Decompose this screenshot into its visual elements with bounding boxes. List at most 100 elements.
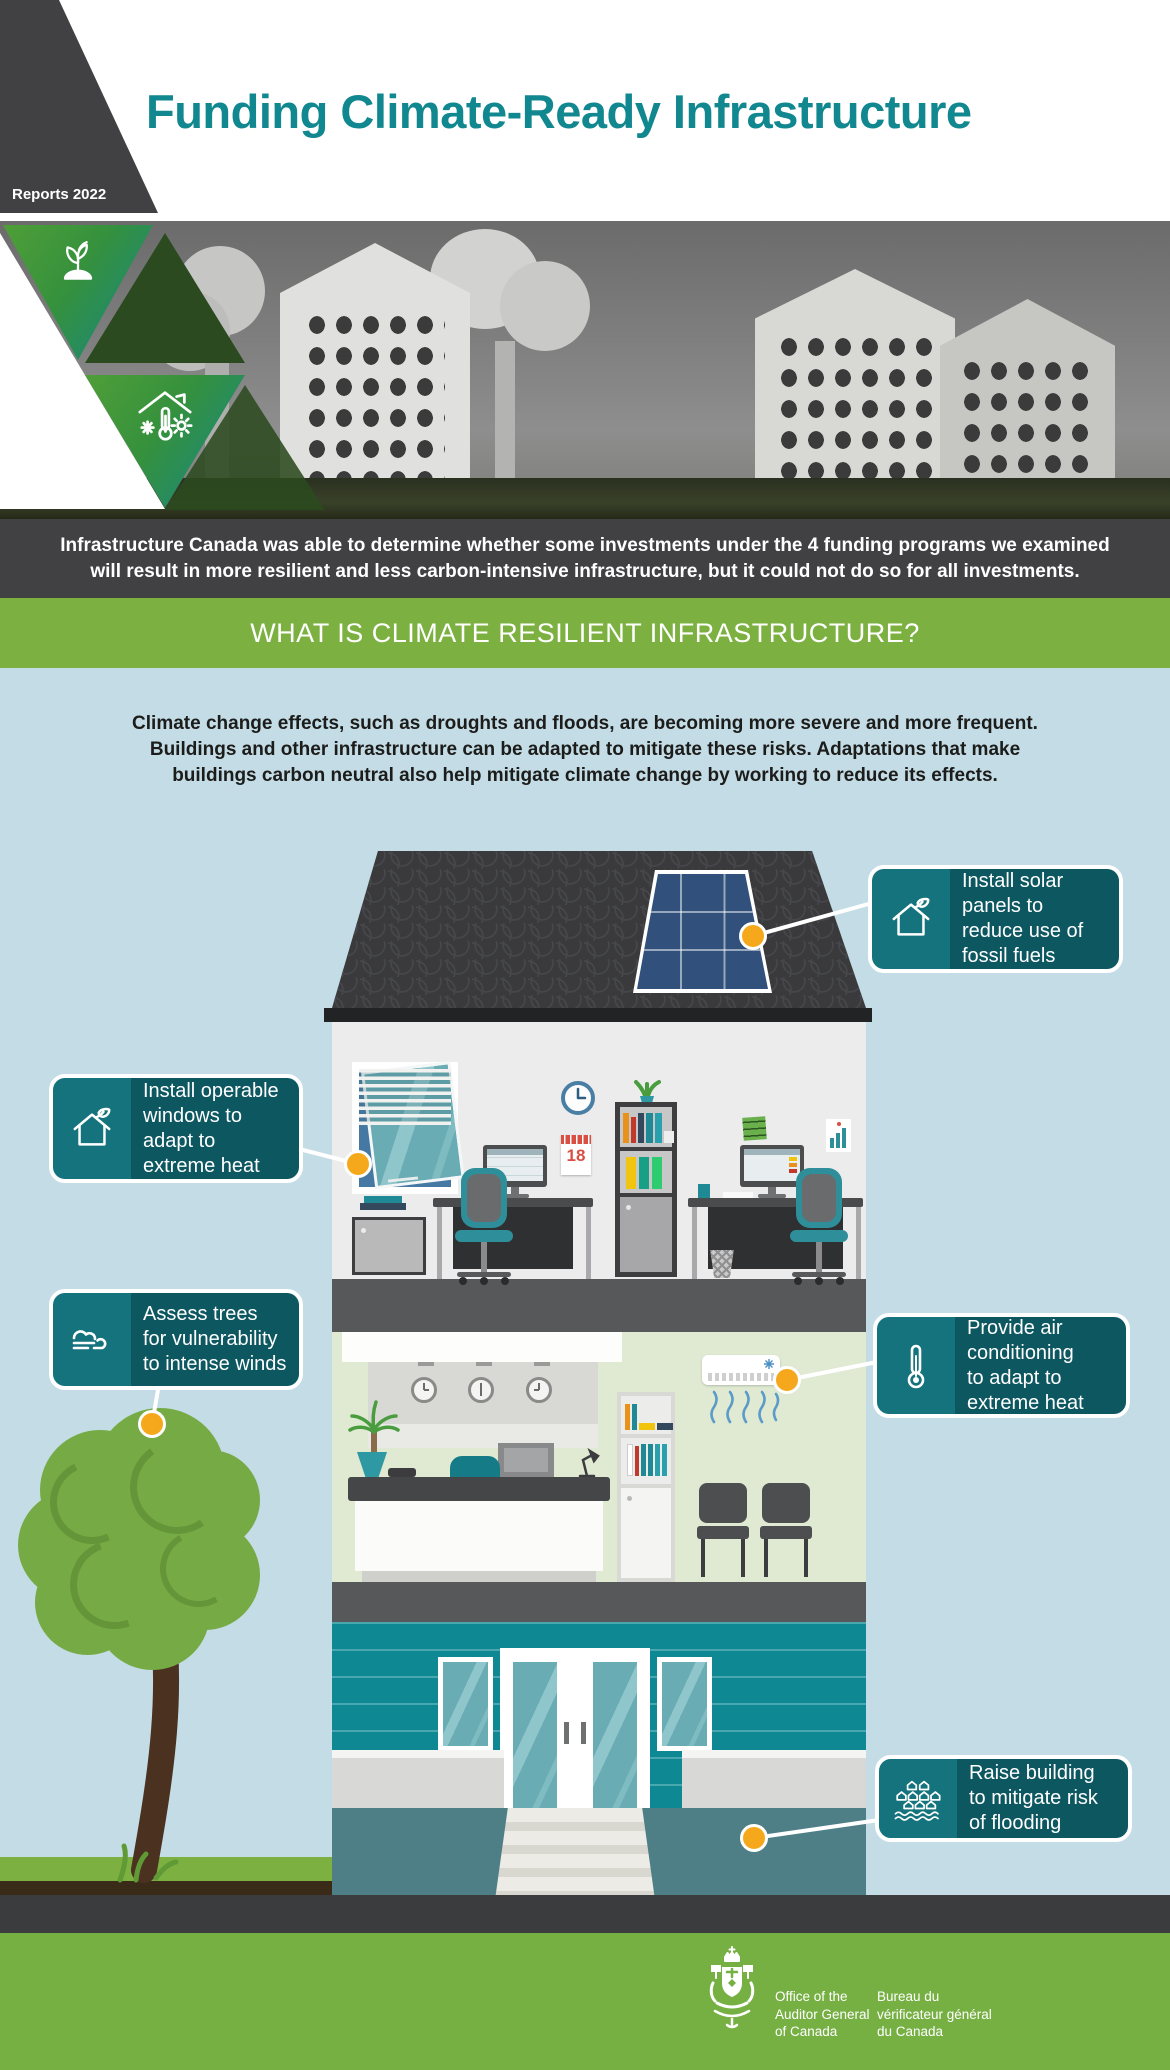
marker-dot-window <box>344 1150 372 1178</box>
desk <box>433 1198 593 1207</box>
footer: Office of the Auditor General of Canada … <box>0 1933 1170 2070</box>
soil <box>0 1881 332 1897</box>
entrance-steps <box>495 1808 655 1900</box>
wind-icon <box>53 1293 131 1386</box>
waiting-chair <box>760 1483 812 1579</box>
report-year-label: Reports 2022 <box>12 186 107 203</box>
reception-floor-strip <box>332 1582 866 1622</box>
house-leaf-icon <box>53 1078 131 1179</box>
reception-backdrop <box>368 1362 598 1448</box>
reception-clock <box>468 1377 494 1403</box>
reception-counter-front <box>355 1501 603 1571</box>
papers <box>723 1192 753 1198</box>
photo-tree-trunk <box>495 341 515 481</box>
waiting-chair <box>697 1483 749 1579</box>
footer-org-french: Bureau du vérificateur général du Canada <box>877 1989 992 2039</box>
callout-text: Provide air conditioning to adapt to ext… <box>955 1317 1126 1414</box>
ac-unit <box>702 1355 780 1385</box>
book-stack <box>360 1203 406 1210</box>
reception-canopy <box>342 1332 622 1362</box>
solar-panel-cells <box>637 874 768 989</box>
photo-tree <box>500 261 590 351</box>
calendar-header <box>561 1135 591 1144</box>
door-pane <box>593 1662 637 1808</box>
office-chair <box>790 1168 848 1290</box>
marker-dot-solar <box>739 922 767 950</box>
callout-text: Install solar panels to reduce use of fo… <box>950 869 1119 969</box>
entrance-window <box>657 1657 712 1751</box>
desk <box>688 1198 863 1207</box>
door-handle <box>581 1722 586 1744</box>
tree-canopy <box>10 1400 270 1680</box>
photo-house <box>940 299 1115 494</box>
house-temperature-icon <box>138 391 193 441</box>
callout-raise-building: Raise building to mitigate risk of flood… <box>875 1755 1132 1842</box>
plant <box>632 1078 662 1106</box>
telephone <box>388 1468 416 1477</box>
page-title: Funding Climate-Ready Infrastructure <box>146 85 972 138</box>
shelf-door <box>621 1488 671 1578</box>
calendar: 18 <box>561 1135 591 1175</box>
section-heading-bar: WHAT IS CLIMATE RESILIENT INFRASTRUCTURE… <box>0 598 1170 668</box>
office-floor-strip <box>332 1279 866 1302</box>
statement-bar: Infrastructure Canada was able to determ… <box>0 519 1170 598</box>
footer-org-english: Office of the Auditor General of Canada <box>775 1989 870 2039</box>
pen-cup <box>698 1184 710 1198</box>
chart-poster <box>826 1119 851 1152</box>
snowflake-icon <box>764 1359 774 1369</box>
callout-operable-windows: Install operable windows to adapt to ext… <box>49 1074 303 1183</box>
photo-banner <box>0 221 1170 519</box>
photo-house-windows <box>960 359 1095 488</box>
plant-pot <box>640 1096 654 1106</box>
reception-clock <box>411 1377 437 1403</box>
desk-monitor <box>483 1145 547 1187</box>
photo-house <box>280 243 470 493</box>
callout-text: Assess trees for vulnerability to intens… <box>131 1293 299 1386</box>
reception-monitor <box>498 1443 554 1477</box>
office-window <box>352 1061 465 1194</box>
thermometer-icon <box>877 1317 955 1414</box>
reception-ceiling-band <box>332 1302 866 1332</box>
desk-monitor <box>740 1145 804 1187</box>
photo-house-windows <box>305 313 445 485</box>
flood-houses-icon <box>879 1759 957 1838</box>
marker-dot-flood <box>740 1824 768 1852</box>
callout-text: Raise building to mitigate risk of flood… <box>957 1759 1128 1838</box>
ac-airflow <box>710 1390 780 1424</box>
waste-basket <box>710 1250 734 1278</box>
reception-counter-top <box>348 1477 610 1501</box>
wainscot <box>332 1750 504 1808</box>
photo-house-windows <box>777 335 933 488</box>
marker-dot-tree <box>138 1410 166 1438</box>
ac-vents <box>708 1373 774 1381</box>
reception-clock <box>526 1377 552 1403</box>
entrance-door <box>500 1648 650 1808</box>
reception-bookshelf <box>617 1392 675 1582</box>
books-row <box>623 1113 674 1143</box>
binders-row <box>626 1157 662 1189</box>
office-chair <box>455 1168 513 1290</box>
marker-dot-ac <box>773 1366 801 1394</box>
office-bookshelf <box>615 1102 677 1277</box>
roof-eave <box>324 1008 872 1022</box>
door-pane <box>513 1662 557 1808</box>
desk-lamp <box>578 1448 600 1478</box>
house-leaf-icon <box>872 869 950 969</box>
window-blinds <box>359 1069 451 1125</box>
palm-plant <box>348 1400 400 1456</box>
statement-text: Infrastructure Canada was able to determ… <box>60 535 1110 582</box>
canada-coat-of-arms <box>709 1946 755 2029</box>
seedling-icon <box>63 241 93 280</box>
door-handle <box>564 1722 569 1744</box>
calendar-day: 18 <box>566 1146 586 1165</box>
callout-solar-panels: Install solar panels to reduce use of fo… <box>868 865 1123 973</box>
roof <box>332 851 866 1008</box>
reception-chairback <box>450 1456 500 1477</box>
intro-text: Climate change effects, such as droughts… <box>132 713 1038 786</box>
small-cabinet <box>352 1217 426 1275</box>
callout-air-conditioning: Provide air conditioning to adapt to ext… <box>873 1313 1130 1418</box>
wainscot <box>682 1750 866 1808</box>
callout-text: Install operable windows to adapt to ext… <box>131 1078 299 1179</box>
photo-house <box>755 269 955 494</box>
wall-clock <box>561 1081 595 1115</box>
